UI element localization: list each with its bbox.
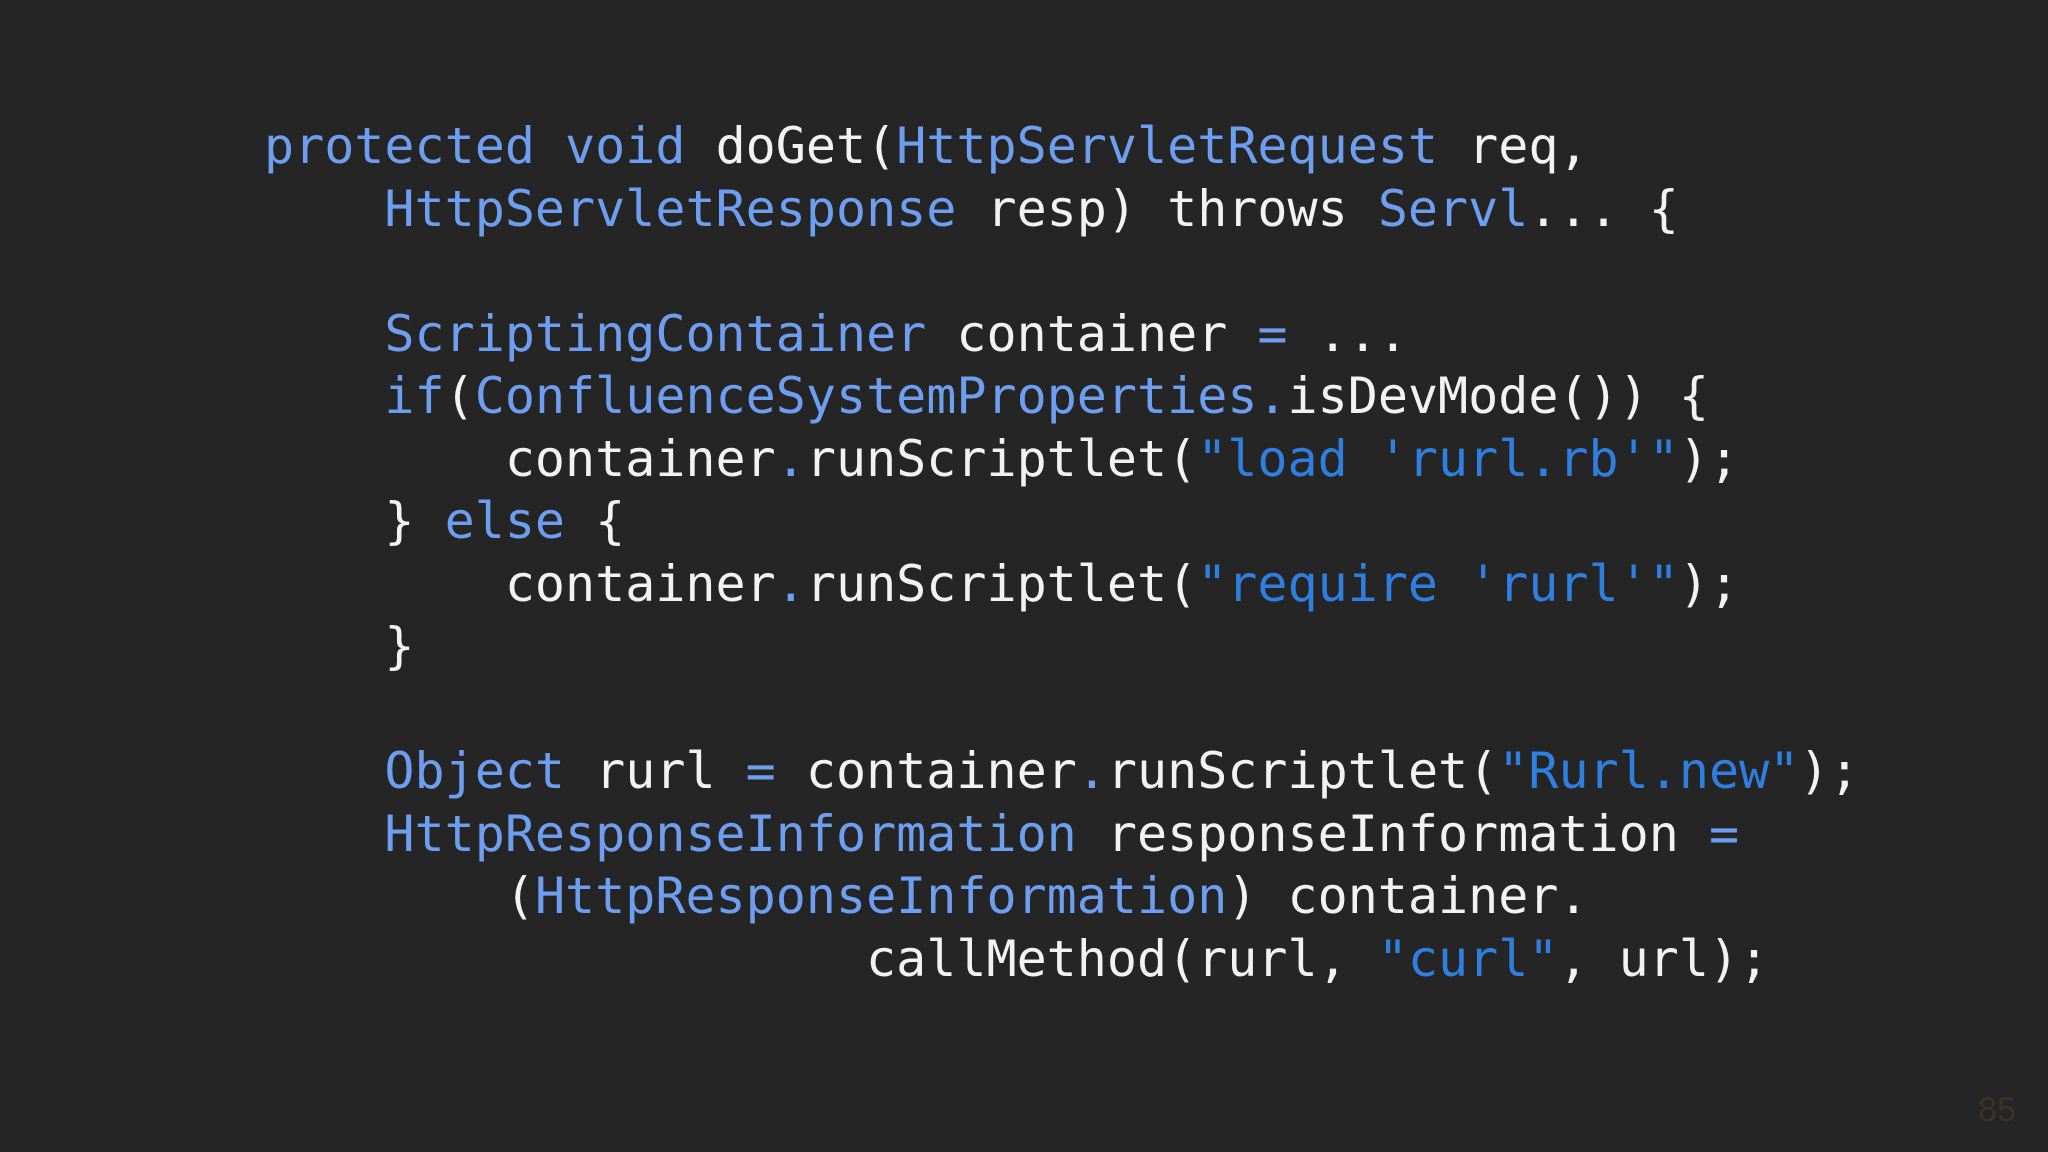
- code-token-keyword: if: [384, 367, 445, 425]
- code-line: } else {: [264, 490, 1860, 553]
- code-line: Object rurl = container.runScriptlet("Ru…: [264, 740, 1860, 803]
- code-line: container.runScriptlet("load 'rurl.rb'")…: [264, 428, 1860, 491]
- code-token-keyword: =: [1708, 804, 1740, 863]
- code-line: ScriptingContainer container = ...: [264, 303, 1860, 366]
- code-token-keyword: else: [444, 492, 566, 550]
- code-token-type: HttpResponseInformation: [534, 867, 1228, 925]
- code-token-keyword: void: [565, 117, 686, 175]
- code-token-text: [264, 805, 384, 863]
- code-token-text: [264, 742, 384, 800]
- code-token-text: container: [926, 304, 1258, 363]
- code-token-text: runScriptlet(: [1106, 742, 1499, 800]
- code-token-text: rurl: [565, 742, 746, 800]
- code-token-keyword: .: [775, 554, 806, 613]
- code-line: [264, 240, 1860, 303]
- code-token-text: resp) throws: [956, 179, 1378, 238]
- code-token-text: [264, 367, 384, 425]
- code-token-keyword: .: [775, 429, 806, 488]
- code-token-keyword: =: [1257, 304, 1288, 363]
- code-token-text: container: [264, 554, 776, 613]
- code-token-text: runScriptlet(: [805, 554, 1198, 613]
- code-line: [264, 678, 1860, 741]
- code-token-text: {: [565, 492, 626, 550]
- code-line: (HttpResponseInformation) container.: [264, 865, 1860, 928]
- code-token-string: "require 'rurl'": [1197, 554, 1679, 613]
- code-token-text: (: [444, 367, 475, 425]
- slide-number: 85: [1978, 1091, 2016, 1129]
- code-line: callMethod(rurl, "curl", url);: [264, 928, 1860, 991]
- code-token-text: }: [264, 617, 415, 675]
- code-token-text: );: [1678, 554, 1740, 613]
- code-line: HttpServletResponse resp) throws Servl..…: [264, 178, 1860, 241]
- code-token-text: container: [264, 429, 776, 488]
- code-token-text: container: [775, 742, 1077, 800]
- code-token-text: callMethod(rurl,: [264, 929, 1378, 988]
- code-token-text: (: [264, 867, 535, 925]
- code-token-type: Servl: [1377, 179, 1529, 238]
- code-token-type: Object: [384, 742, 566, 800]
- code-token-string: "curl": [1377, 929, 1559, 988]
- code-token-string: "Rurl.new": [1498, 742, 1800, 800]
- code-line: if(ConfluenceSystemProperties.isDevMode(…: [264, 365, 1860, 428]
- code-token-text: responseInformation: [1076, 804, 1709, 863]
- code-token-text: doGet(: [685, 117, 897, 175]
- code-token-text: isDevMode()) {: [1287, 367, 1709, 425]
- code-token-type: ScriptingContainer: [384, 304, 927, 363]
- code-token-keyword: protected: [264, 117, 535, 175]
- code-token-text: [535, 117, 565, 175]
- code-token-text: req,: [1438, 117, 1589, 175]
- code-token-type: ConfluenceSystemProperties: [474, 367, 1258, 425]
- code-token-keyword: .: [1257, 367, 1288, 425]
- code-token-text: }: [264, 492, 445, 550]
- code-line: }: [264, 615, 1860, 678]
- code-block: protected void doGet(HttpServletRequest …: [264, 115, 1860, 990]
- code-token-text: ...: [1287, 304, 1408, 363]
- code-token-text: , url);: [1558, 929, 1770, 988]
- code-token-string: "load 'rurl.rb'": [1197, 429, 1679, 488]
- code-line: container.runScriptlet("require 'rurl'")…: [264, 553, 1860, 616]
- code-line: HttpResponseInformation responseInformat…: [264, 803, 1860, 866]
- code-token-text: ... {: [1528, 179, 1679, 238]
- code-token-type: HttpServletResponse: [384, 179, 957, 238]
- code-token-text: runScriptlet(: [805, 429, 1198, 488]
- code-token-text: );: [1678, 429, 1740, 488]
- code-token-keyword: .: [1076, 742, 1107, 800]
- code-token-text: [264, 180, 384, 238]
- code-token-text: ) container.: [1227, 867, 1589, 925]
- code-line: protected void doGet(HttpServletRequest …: [264, 115, 1860, 178]
- code-token-type: HttpServletRequest: [896, 117, 1439, 175]
- code-token-type: HttpResponseInformation: [384, 804, 1077, 863]
- code-token-text: );: [1799, 742, 1860, 800]
- code-token-text: [264, 305, 384, 363]
- code-token-keyword: =: [745, 742, 776, 800]
